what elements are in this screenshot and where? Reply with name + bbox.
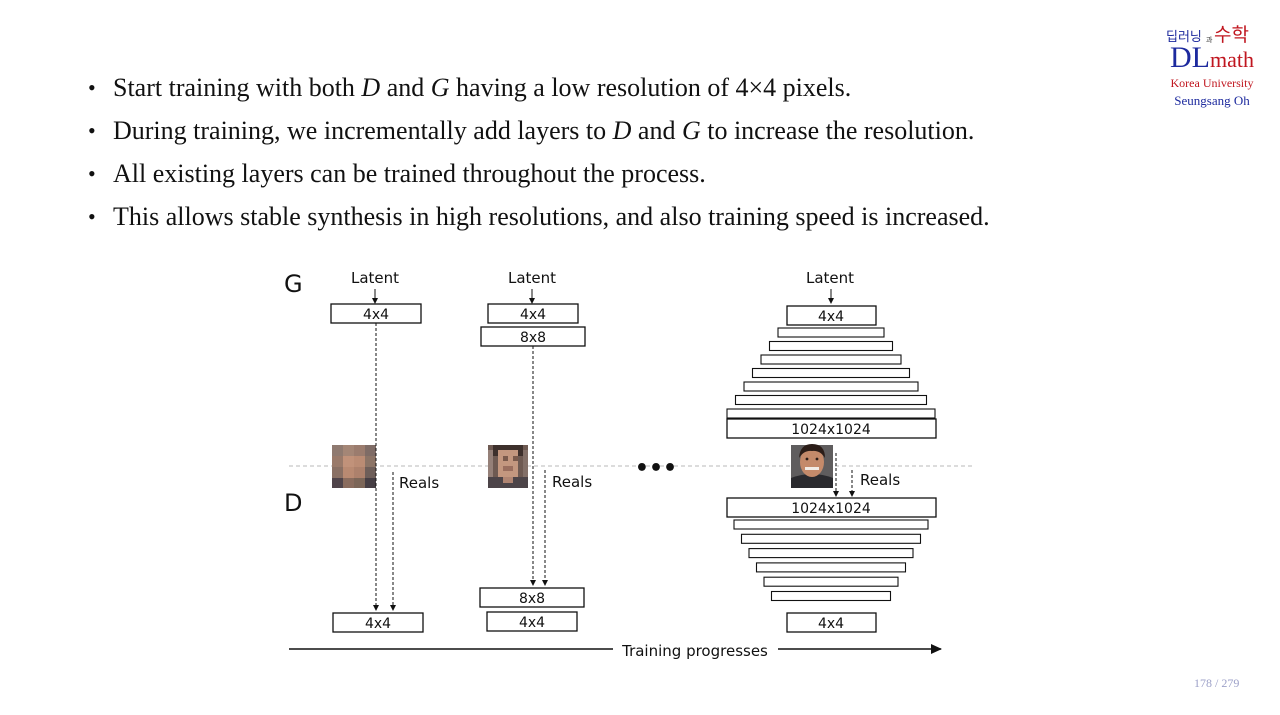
progress-label: Training progresses <box>621 642 768 660</box>
stage2-d-layer-8x8 <box>479 587 585 608</box>
math-symbol: G <box>681 116 701 145</box>
discriminator-label: D <box>284 489 302 517</box>
bullet-text: During training, we incrementally add la… <box>113 116 613 145</box>
bullet-item: This allows stable synthesis in high res… <box>88 195 990 238</box>
stage2-g-layer-4x4 <box>487 303 579 324</box>
stage2-g-layer-4x4-label: 4x4 <box>520 307 546 323</box>
stage3-face-image <box>791 444 833 488</box>
stage3-d-layer-stack <box>733 519 929 602</box>
logo-korean-left: 딥러닝 <box>1166 30 1202 45</box>
dl-math-logo: 딥러닝 과 수학 DLmath Korea University Seungsa… <box>1158 20 1266 109</box>
math-symbol: D <box>361 73 381 102</box>
stage1-reals-label: Reals <box>399 474 439 492</box>
stage3-intermediate-layer <box>734 394 928 406</box>
stage2-g-layer-8x8-label: 8x8 <box>520 330 546 346</box>
logo-dl: DL <box>1170 41 1210 74</box>
bullet-text: Start training with both <box>113 73 362 102</box>
stage3-intermediate-layer <box>768 340 894 352</box>
stage1-d-layer <box>332 612 424 633</box>
stage3-intermediate-layer <box>733 519 929 530</box>
stage3-reals-label: Reals <box>860 471 900 489</box>
stage2-latent-label: Latent <box>508 269 556 287</box>
bullet-text: This allows stable synthesis in high res… <box>113 202 990 231</box>
stage1-d-layer-label: 4x4 <box>365 616 391 632</box>
bullet-item: Start training with both D and G having … <box>88 66 990 109</box>
stage2-d-layer-8x8-label: 8x8 <box>519 591 545 607</box>
stage3-intermediate-layer <box>751 367 911 379</box>
page-current: 178 <box>1194 676 1212 690</box>
logo-university: Korea University <box>1170 76 1254 90</box>
stage3-intermediate-layer <box>760 354 902 365</box>
logo-korean-small: 과 <box>1206 36 1213 44</box>
stage3-intermediate-layer <box>770 590 892 602</box>
stage2-d-layer-4x4 <box>486 611 578 632</box>
bullet-list: Start training with both D and G having … <box>88 66 990 238</box>
stage3-d-layer-4x4-label: 4x4 <box>818 616 844 632</box>
stage1-face-image <box>332 445 376 488</box>
stage3-intermediate-layer <box>763 576 899 587</box>
logo-korean-right: 수학 <box>1214 24 1249 46</box>
bullet-item: During training, we incrementally add la… <box>88 109 990 152</box>
logo-author: Seungsang Oh <box>1174 93 1250 108</box>
stage1-latent-label: Latent <box>351 269 399 287</box>
stage3-g-layer-stack <box>726 327 936 419</box>
stage3-latent-label: Latent <box>806 269 854 287</box>
ellipsis: ••• <box>635 456 677 481</box>
stage3-d-layer-1024-label: 1024x1024 <box>791 501 871 517</box>
stage3-g-layer-4x4-label: 4x4 <box>818 309 844 325</box>
logo-math: math <box>1210 47 1254 72</box>
generator-label: G <box>284 270 303 298</box>
stage2-d-layer-4x4-label: 4x4 <box>519 615 545 631</box>
bullet-text: All existing layers can be trained throu… <box>113 159 706 188</box>
page-total: 279 <box>1221 676 1240 690</box>
page-separator: / <box>1215 676 1219 690</box>
bullet-item: All existing layers can be trained throu… <box>88 152 990 195</box>
bullet-text: having a low resolution of 4×4 pixels. <box>449 73 852 102</box>
math-symbol: D <box>612 116 632 145</box>
bullet-text: and <box>380 73 431 102</box>
math-symbol: G <box>430 73 450 102</box>
stage3-intermediate-layer <box>748 548 914 559</box>
stage3-g-layer-1024 <box>726 418 937 439</box>
bullet-text: and <box>631 116 682 145</box>
stage3-d-layer-4x4 <box>786 612 877 633</box>
stage3-intermediate-layer <box>777 327 885 338</box>
stage3-intermediate-layer <box>740 533 922 544</box>
logo-dlmath: DLmath <box>1158 43 1266 73</box>
logo-korean: 딥러닝 과 수학 <box>1158 20 1266 46</box>
stage1-g-layer-label: 4x4 <box>363 307 389 323</box>
stage3-intermediate-layer <box>726 408 936 419</box>
stage2-reals-label: Reals <box>552 473 592 491</box>
stage3-g-layer-1024-label: 1024x1024 <box>791 422 871 438</box>
stage3-d-layer-1024 <box>726 497 937 518</box>
page-number: 178 / 279 <box>1194 676 1239 691</box>
stage2-face-image <box>488 445 528 488</box>
stage3-g-layer-4x4 <box>786 305 877 326</box>
stage3-intermediate-layer <box>755 562 907 573</box>
stage3-intermediate-layer <box>743 381 919 392</box>
bullet-text: to increase the resolution. <box>700 116 975 145</box>
